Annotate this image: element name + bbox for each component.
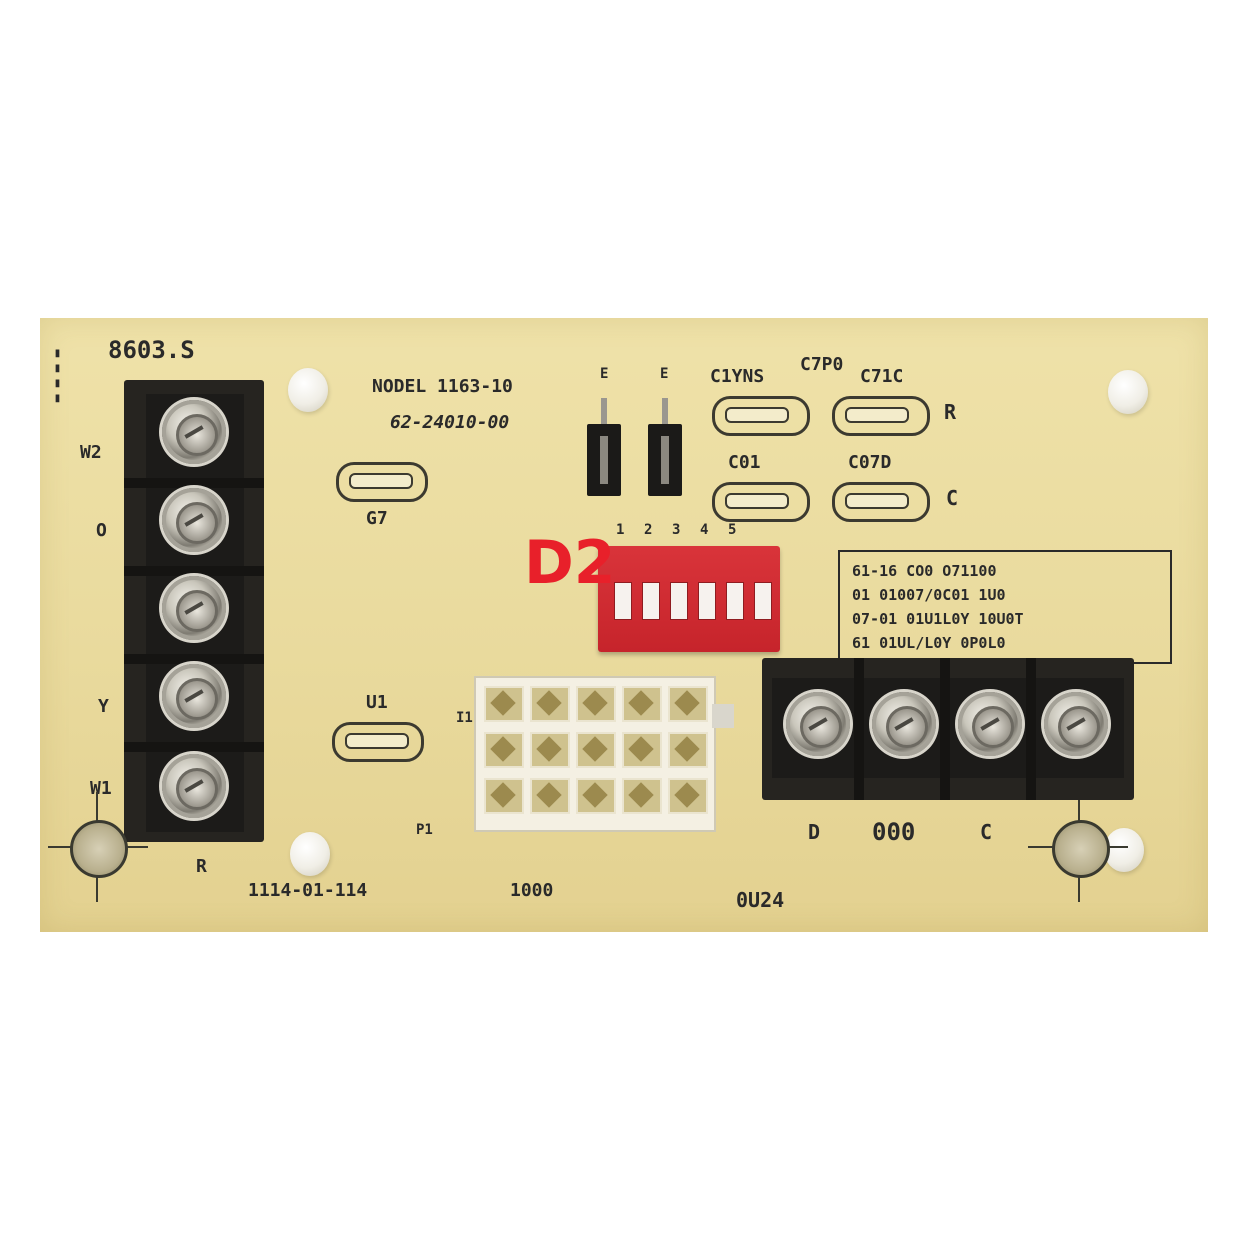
- capacitor-2: [832, 396, 930, 436]
- dip-number-1: 1: [616, 522, 625, 538]
- jumper-label-2: E: [660, 366, 669, 382]
- right-terminal-block: [762, 658, 1134, 800]
- connector-pin: [484, 778, 524, 814]
- right-block-label-2: 000: [872, 818, 916, 846]
- screw-terminal-r1[interactable]: [786, 692, 850, 756]
- connector-side-label: I1: [456, 710, 473, 726]
- screw-terminal-3[interactable]: [162, 576, 226, 640]
- right-block-label-1: D: [808, 820, 821, 844]
- legend-line-4: 61 01UL/L0Y 0P0L0: [852, 634, 1006, 652]
- wire-harness-connector[interactable]: [474, 676, 716, 832]
- legend-line-1: 61-16 CO0 O71100: [852, 562, 997, 580]
- row-letter-r: R: [944, 400, 957, 424]
- standoff-top-left: [288, 368, 328, 412]
- dip-toggle-6[interactable]: [754, 582, 772, 620]
- terminal-label-3: Y: [98, 696, 109, 717]
- cap-label-4: C01: [728, 452, 761, 473]
- dip-toggle-3[interactable]: [670, 582, 688, 620]
- jumper-2[interactable]: [648, 424, 682, 496]
- cap-label-2: C7P0: [800, 354, 844, 375]
- jumper-1[interactable]: [587, 424, 621, 496]
- dip-toggle-5[interactable]: [726, 582, 744, 620]
- terminal-label-4: W1: [90, 778, 112, 799]
- circuit-board: 8603.S ▮▮▮▮ W2 O Y W1 R NODEL 1163-10 62…: [40, 318, 1208, 932]
- terminal-label-2: O: [96, 520, 107, 541]
- dip-toggle-2[interactable]: [642, 582, 660, 620]
- connector-pin: [576, 686, 616, 722]
- cap-label-3: C71C: [860, 366, 904, 387]
- connector-latch: [712, 704, 734, 728]
- connector-pin: [576, 732, 616, 768]
- dip-number-3: 3: [672, 522, 681, 538]
- right-block-label-3: C: [980, 820, 993, 844]
- standoff-bottom-left: [290, 832, 330, 876]
- dip-toggle-4[interactable]: [698, 582, 716, 620]
- screw-terminal-5[interactable]: [162, 754, 226, 818]
- jumper-label-1: E: [600, 366, 609, 382]
- connector-pin: [622, 686, 662, 722]
- standoff-bottom-right: [1104, 828, 1144, 872]
- capacitor-3: [712, 482, 810, 522]
- screw-terminal-1[interactable]: [162, 400, 226, 464]
- bottom-mid-code: 1000: [510, 880, 554, 901]
- capacitor-4: [832, 482, 930, 522]
- resistor-g7: [336, 462, 428, 502]
- connector-pin: [530, 686, 570, 722]
- resistor-g7-label: G7: [366, 508, 388, 529]
- resistor-u1-label: U1: [366, 692, 388, 713]
- connector-pin: [530, 778, 570, 814]
- legend-line-3: 07-01 01U1L0Y 10U0T: [852, 610, 1024, 628]
- capacitor-1: [712, 396, 810, 436]
- screw-terminal-r2[interactable]: [872, 692, 936, 756]
- screw-terminal-r4[interactable]: [1044, 692, 1108, 756]
- part-number-label: 62-24010-00: [390, 412, 510, 433]
- mounting-hole-right: [1052, 820, 1110, 878]
- connector-pin: [668, 732, 708, 768]
- model-label: NODEL 1163-10: [372, 376, 513, 397]
- dip-marker: D2: [524, 528, 616, 598]
- connector-pin: [622, 732, 662, 768]
- terminal-label-1: W2: [80, 442, 102, 463]
- mounting-hole-left: [70, 820, 128, 878]
- bottom-right-code: 0U24: [736, 888, 785, 912]
- standoff-top-right: [1108, 370, 1148, 414]
- dip-number-2: 2: [644, 522, 653, 538]
- connector-pin: [484, 686, 524, 722]
- row-letter-c: C: [946, 486, 959, 510]
- dip-toggle-1[interactable]: [614, 582, 632, 620]
- dip-number-5: 5: [728, 522, 737, 538]
- board-id-label: 8603.S: [108, 336, 195, 364]
- resistor-u1: [332, 722, 424, 762]
- screw-terminal-r3[interactable]: [958, 692, 1022, 756]
- left-terminal-block: [124, 380, 264, 842]
- screw-terminal-2[interactable]: [162, 488, 226, 552]
- bottom-left-code: 1114-01-114: [248, 880, 368, 901]
- connector-pin: [668, 686, 708, 722]
- dip-number-4: 4: [700, 522, 709, 538]
- legend-box: 61-16 CO0 O71100 01 01007/0C01 1U0 07-01…: [838, 550, 1172, 664]
- connector-pin: [576, 778, 616, 814]
- connector-pin: [668, 778, 708, 814]
- cap-label-1: C1YNS: [710, 366, 765, 387]
- vertical-side-text: ▮▮▮▮: [50, 346, 65, 406]
- connector-pin: [484, 732, 524, 768]
- connector-bottom-label: P1: [416, 822, 433, 838]
- screw-terminal-4[interactable]: [162, 664, 226, 728]
- legend-line-2: 01 01007/0C01 1U0: [852, 586, 1006, 604]
- connector-pin: [622, 778, 662, 814]
- dip-switch: [598, 546, 780, 652]
- cap-label-5: C07D: [848, 452, 892, 473]
- connector-pin: [530, 732, 570, 768]
- terminal-label-5: R: [196, 856, 207, 877]
